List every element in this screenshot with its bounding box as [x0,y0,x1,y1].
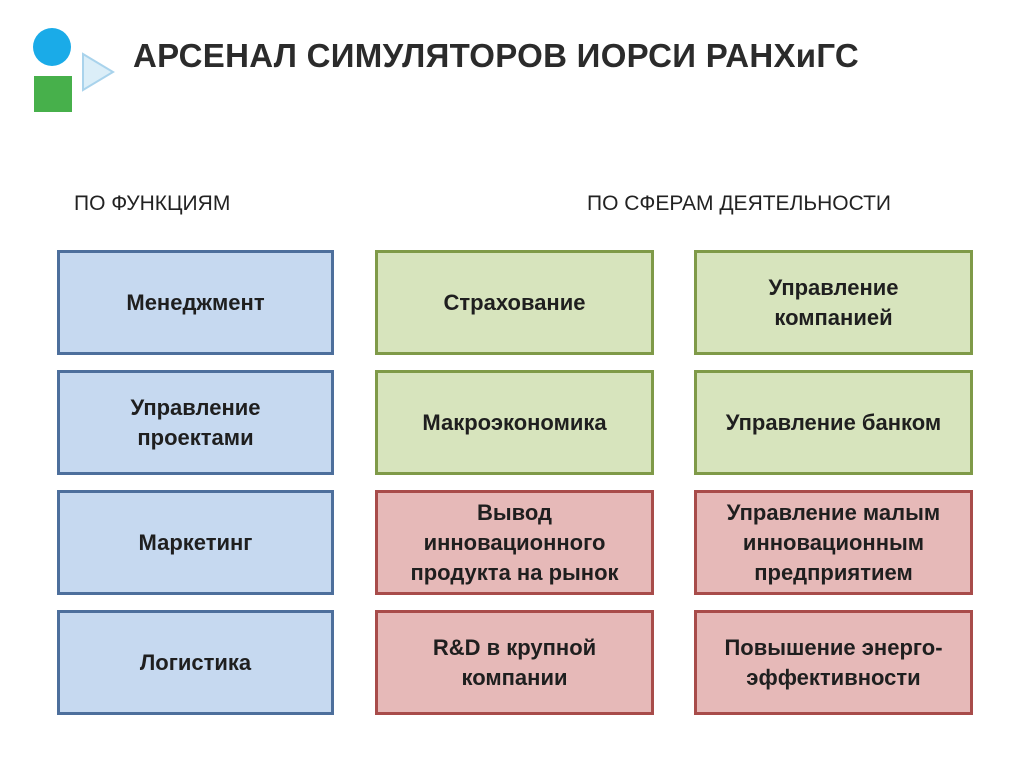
field-box-macroeconomics: Макроэкономика [375,370,654,475]
field-box-company-management: Управление компанией [694,250,973,355]
field-box-rnd: R&D в крупной компании [375,610,654,715]
function-box-management: Менеджмент [57,250,334,355]
field-box-bank-management: Управление банком [694,370,973,475]
logo-triangle-icon [82,52,115,92]
logo-circle [33,28,71,66]
page-title: АРСЕНАЛ СИМУЛЯТОРОВ ИОРСИ РАНХиГС [133,37,860,74]
field-box-small-innovative-enterprise: Управление малым инновационным предприят… [694,490,973,595]
logo-shapes-icon [33,28,115,118]
logo-square [34,76,72,112]
header-by-function: ПО ФУНКЦИЯМ [74,192,231,215]
function-box-project-management: Управление проектами [57,370,334,475]
field-box-insurance: Страхование [375,250,654,355]
field-box-energy-efficiency: Повышение энерго-эффективности [694,610,973,715]
header-by-field: ПО СФЕРАМ ДЕЯТЕЛЬНОСТИ [587,192,892,215]
field-box-innovation-launch: Вывод инновационного продукта на рынок [375,490,654,595]
function-box-logistics: Логистика [57,610,334,715]
function-box-marketing: Маркетинг [57,490,334,595]
